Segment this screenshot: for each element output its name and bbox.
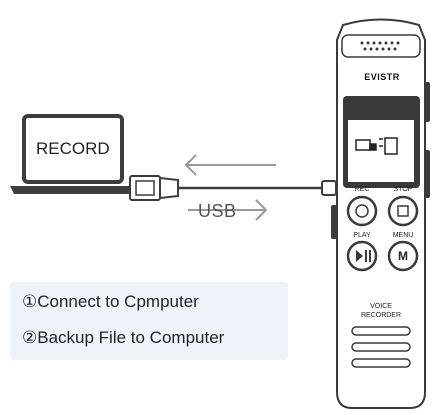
play-pause-icon [356,250,371,262]
usb-label: USB [198,201,237,221]
stop-icon [397,205,409,217]
speaker-slots [351,326,411,368]
voice-recorder-label: VOICE RECORDER [353,302,409,320]
stop-label: STOP [393,186,413,193]
speaker-grille-icon [360,41,400,51]
pc-transfer-icon [355,137,398,155]
laptop-screen-text: RECORD [36,139,110,158]
menu-button[interactable] [387,240,419,272]
record-icon [355,204,369,218]
usb-cable-icon [129,175,337,201]
play-label: PLAY [353,232,371,239]
voice-label-line2: RECORDER [360,312,402,319]
record-button[interactable] [346,195,378,227]
menu-label: MENU [392,232,414,239]
play-pause-button[interactable] [346,240,378,272]
step-connect: ①Connect to Cpmputer [22,292,199,311]
voice-label-line1: VOICE [370,303,392,310]
step-backup: ②Backup File to Computer [22,328,225,347]
steps-panel: ①Connect to Cpmputer ②Backup File to Com… [10,282,288,360]
laptop-icon [10,114,136,194]
recorder-screen [343,96,420,188]
transfer-arrows-icon [184,154,276,221]
menu-icon: M [398,249,408,263]
rec-label: REC [354,186,370,193]
stop-button[interactable] [387,195,419,227]
brand-logo: EVISTR [364,72,400,82]
